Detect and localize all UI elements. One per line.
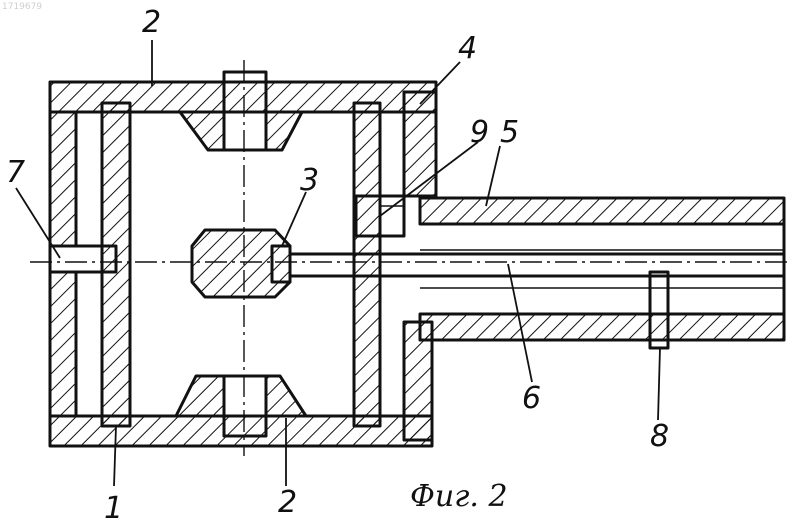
piston-3	[192, 230, 290, 297]
ring-top-left	[130, 112, 224, 150]
right-disk	[354, 103, 380, 426]
label-6: 6	[522, 381, 541, 416]
ring-bottom-left	[176, 376, 224, 416]
ring-top-right	[266, 112, 302, 150]
label-4: 4	[458, 31, 477, 66]
label-1: 1	[104, 491, 123, 526]
leader-8	[658, 348, 660, 420]
ring-bottom-right	[266, 376, 306, 416]
label-8: 8	[650, 419, 669, 454]
label-2-bottom: 2	[278, 485, 297, 520]
tube-5-lower-wall	[420, 314, 784, 340]
label-2-top: 2	[142, 5, 161, 40]
label-7: 7	[6, 155, 25, 190]
corner-number: 1719679	[2, 2, 42, 12]
housing-left-wall-lower	[50, 272, 76, 416]
tube-5-upper-wall	[420, 198, 784, 224]
label-9: 9	[470, 115, 489, 150]
left-disk-1	[102, 103, 130, 426]
leader-3	[282, 192, 306, 246]
label-5: 5	[500, 115, 519, 150]
cover-4-upper	[404, 92, 436, 196]
figure-caption: Фиг. 2	[410, 479, 508, 514]
label-3: 3	[300, 163, 319, 198]
housing-left-wall-upper	[50, 112, 76, 246]
